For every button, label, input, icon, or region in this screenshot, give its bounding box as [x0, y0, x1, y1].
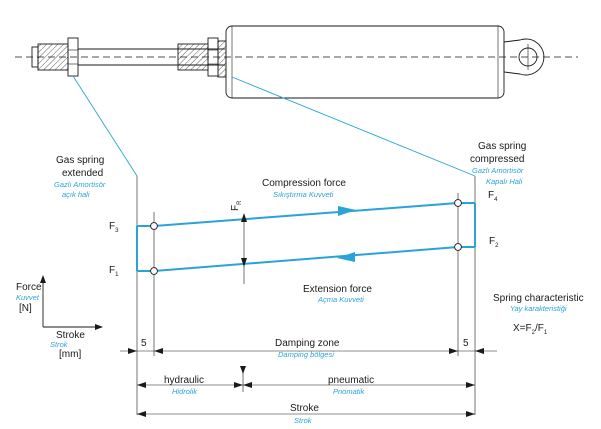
projection-line-left [72, 75, 138, 177]
force-axis-label: Force [16, 282, 42, 293]
spring-characteristic-sub: Yay karakteristiği [510, 304, 567, 313]
extension-force-sub: Açma Kuvveti [317, 295, 364, 304]
spring-formula: X=F2/F1 [513, 323, 548, 336]
fr-label: FR [230, 200, 243, 211]
extended-label-line1: Gas spring [56, 155, 104, 166]
damping-right-dim: 5 [463, 338, 469, 349]
extended-label-line2: extended [62, 168, 103, 179]
gas-spring-drawing [15, 25, 578, 99]
hydraulic-sub: Hidrolik [172, 387, 198, 396]
f4-label: F4 [488, 190, 498, 203]
point-f1 [150, 267, 158, 275]
extended-sub-line2: açık hali [62, 190, 90, 199]
force-axis-sub: Kuvvet [16, 293, 40, 302]
extension-force-line [153, 246, 459, 272]
pneumatic-sub: Pnomatik [333, 387, 366, 396]
spring-characteristic-label: Spring characteristic [493, 293, 584, 304]
stroke-axis-unit: [mm] [59, 349, 81, 360]
force-axis-unit: [N] [19, 303, 32, 314]
f3-label: F3 [109, 221, 119, 234]
total-stroke-label: Stroke [290, 403, 319, 414]
phase-dimension: hydraulic Hidrolik pneumatic Pnomatik [137, 366, 475, 396]
stroke-axis-sub: Strok [50, 340, 69, 349]
point-f3 [150, 222, 158, 230]
compressed-label-line1: Gas spring [478, 141, 526, 152]
right-rod-fitting [177, 43, 209, 71]
compression-force-label: Compression force [262, 178, 346, 189]
left-end-fitting [37, 43, 69, 71]
extended-sub-line1: Gazlı Amortisör [54, 180, 106, 189]
total-stroke-dimension: Stroke Strok [137, 403, 475, 425]
damping-zone-sub: Damping bölgesi [278, 350, 334, 359]
point-f4 [454, 199, 462, 207]
compressed-state-label: Gas spring compressed Gazlı Amortisör Ka… [470, 141, 526, 186]
extension-arrow [337, 252, 355, 262]
compression-force-sub: Sıkıştırma Kuvveti [273, 190, 334, 199]
spring-characteristic: Spring characteristic Yay karakteristiği… [493, 293, 584, 336]
pneumatic-label: pneumatic [328, 375, 374, 386]
f1-label: F1 [109, 265, 119, 278]
axes: Force Kuvvet [N] Stroke Strok [mm] [16, 275, 103, 360]
stroke-axis-label: Stroke [56, 330, 85, 341]
f2-label: F2 [489, 236, 499, 249]
eye-end [503, 38, 545, 76]
damping-zone-dimension: 5 5 Damping zone Damping bölgesi [120, 338, 497, 359]
compressed-sub-line1: Gazlı Amortisör [472, 166, 524, 175]
compressed-label-line2: compressed [470, 154, 524, 165]
hydraulic-label: hydraulic [164, 375, 204, 386]
seal-washer [217, 40, 227, 78]
total-stroke-sub: Strok [294, 416, 313, 425]
damping-zone-label: Damping zone [275, 338, 340, 349]
point-f2 [454, 243, 462, 251]
projection-line-right [231, 76, 476, 177]
compressed-sub-line2: Kapalı Hali [486, 177, 523, 186]
left-end-cap [31, 46, 39, 68]
compression-force-line [153, 202, 459, 227]
compression-arrow [338, 206, 356, 216]
force-loop [136, 199, 476, 275]
cylinder-body [225, 25, 505, 99]
extension-force-label: Extension force [303, 284, 372, 295]
extended-state-label: Gas spring extended Gazlı Amortisör açık… [54, 155, 106, 199]
damping-left-dim: 5 [141, 338, 147, 349]
